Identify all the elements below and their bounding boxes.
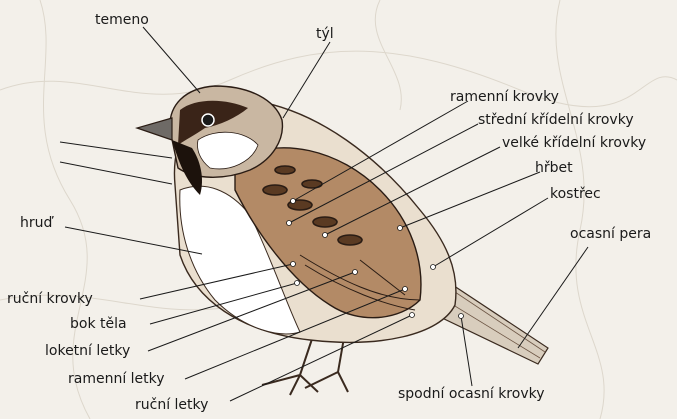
label-spodni-ocasni-krovky: spodní ocasní krovky xyxy=(398,386,545,402)
label-ocasni-pera: ocasní pera xyxy=(570,226,651,242)
label-rucni-letky: ruční letky xyxy=(135,397,208,413)
label-loketni-letky: loketní letky xyxy=(45,343,130,359)
beak xyxy=(137,118,172,140)
label-temeno: temeno xyxy=(95,12,149,28)
label-ramenni-krovky: ramenní krovky xyxy=(450,89,559,105)
label-velke-kridelni-krovky: velké křídelní krovky xyxy=(502,135,646,151)
eye xyxy=(202,114,214,126)
label-kostrec: kostřec xyxy=(550,186,601,202)
label-rucni-krovky: ruční krovky xyxy=(7,291,93,307)
label-bok-tela: bok těla xyxy=(70,316,127,332)
label-stredni-kridelni-krovky: střední křídelní krovky xyxy=(478,112,634,128)
label-hrud: hruď xyxy=(20,215,52,231)
label-hrbet: hřbet xyxy=(535,160,573,176)
label-tyl: týl xyxy=(316,26,334,42)
label-ramenni-letky: ramenní letky xyxy=(68,371,165,387)
